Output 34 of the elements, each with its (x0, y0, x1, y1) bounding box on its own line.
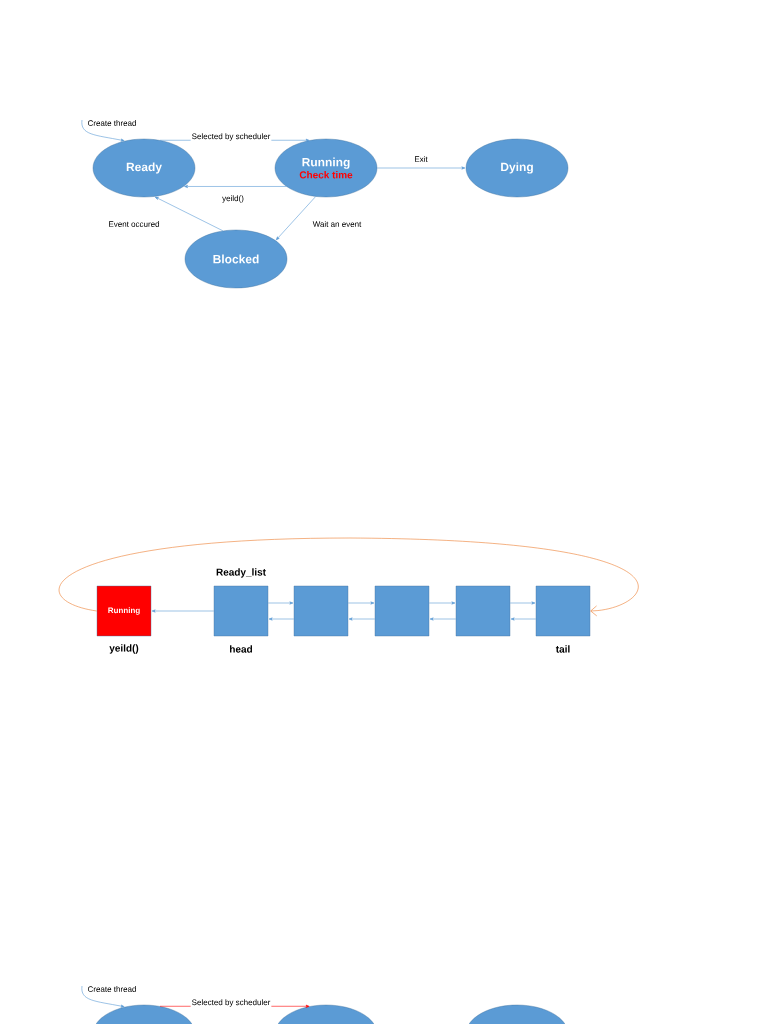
arrow (268, 617, 295, 621)
edge-label: Wait an event (311, 220, 363, 228)
arrow (151, 609, 215, 613)
edge-label: Create thread (86, 985, 138, 993)
node-caption: yeild() (109, 644, 139, 654)
list-box (213, 585, 269, 637)
arrow (184, 185, 287, 188)
list-box (293, 585, 349, 637)
arrow (509, 601, 536, 605)
arrow (510, 617, 537, 621)
edge-label: Selected by scheduler (190, 132, 272, 142)
arrow (275, 196, 316, 241)
arrow (154, 196, 224, 232)
node-caption: head (230, 645, 252, 653)
arrow (267, 601, 294, 605)
arrow (81, 985, 125, 1008)
list-box (455, 585, 511, 637)
arrow (348, 617, 376, 621)
node-caption: Ready_list (216, 568, 266, 578)
edge-label: Event occured (107, 220, 161, 228)
edge-label: Selected by scheduler (190, 998, 272, 1008)
arrow (347, 601, 375, 605)
node-caption: tail (555, 645, 570, 653)
running-box: Running (96, 585, 152, 637)
edge-label: Exit (413, 155, 429, 163)
arrow (81, 119, 125, 142)
list-box (374, 585, 430, 637)
list-box (535, 585, 591, 637)
arrow (428, 601, 456, 605)
edge-label: Create thread (86, 119, 138, 127)
edge-label: yeild() (221, 194, 245, 204)
arrow (59, 537, 639, 617)
arrow (376, 166, 466, 170)
arrow (429, 617, 457, 621)
